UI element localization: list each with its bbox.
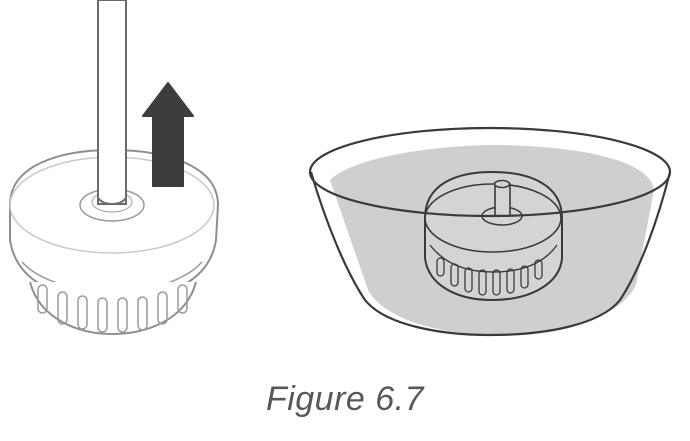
up-arrow-icon	[142, 82, 194, 187]
figure-caption: Figure 6.7	[265, 380, 425, 418]
tube	[97, 0, 127, 205]
bowl-assembly	[308, 126, 672, 337]
cap-grip-ribs	[37, 284, 188, 333]
bowl-body	[309, 171, 672, 337]
cap-bottom-edge	[29, 281, 197, 336]
submerged-cap	[424, 170, 563, 302]
left-cap-assembly	[9, 0, 220, 336]
